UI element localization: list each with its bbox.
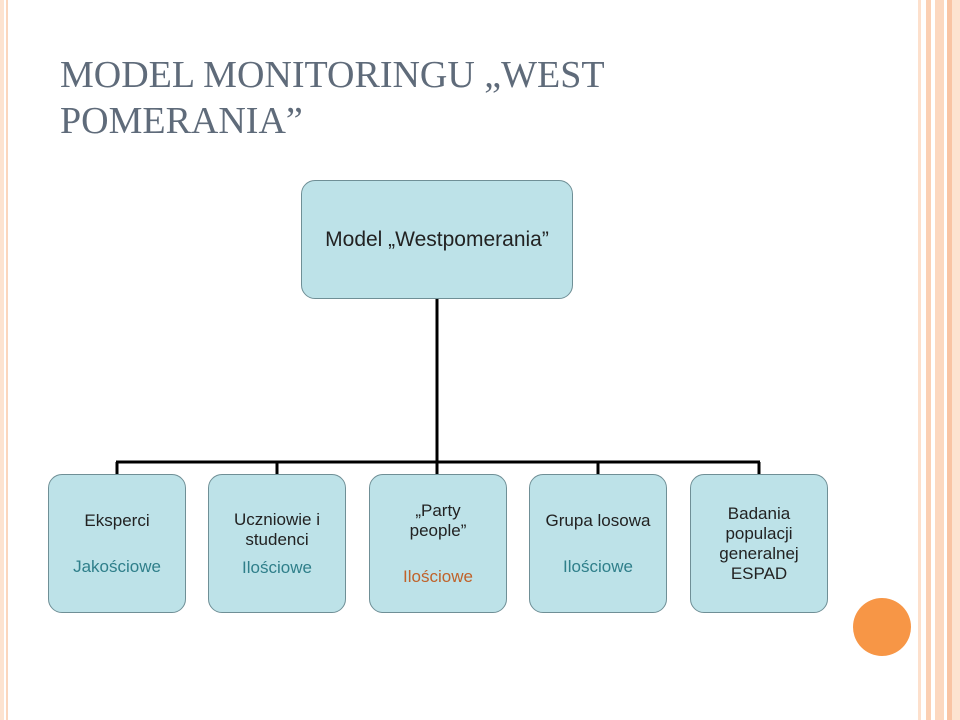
root-node: Model „Westpomerania” [301,180,573,299]
child-node-label: Eksperci [84,510,150,530]
child-node-grupa-losowa: Grupa losowa Ilościowe [529,474,667,613]
orange-accent-circle [853,598,911,656]
child-node-sublabel: Ilościowe [563,556,633,576]
child-node-label: Grupa losowa [545,510,651,530]
child-node-sublabel: Jakościowe [73,556,161,576]
child-node-uczniowie: Uczniowie i studenci Ilościowe [208,474,346,613]
root-node-label: Model „Westpomerania” [325,227,549,251]
child-node-party-people: „Party people” Ilościowe [369,474,507,613]
child-node-label: „Party people” [409,500,467,540]
left-decorative-stripe [0,0,16,720]
child-node-eksperci: Eksperci Jakościowe [48,474,186,613]
child-node-label: Badania populacji generalnej ESPAD [719,503,799,583]
child-node-espad: Badania populacji generalnej ESPAD [690,474,828,613]
page-title: MODEL MONITORINGU „WEST POMERANIA” [60,54,604,142]
right-decorative-stripes [914,0,960,720]
child-node-sublabel: Ilościowe [242,557,312,577]
child-node-label: Uczniowie i studenci [234,509,320,549]
child-node-sublabel: Ilościowe [403,566,473,586]
